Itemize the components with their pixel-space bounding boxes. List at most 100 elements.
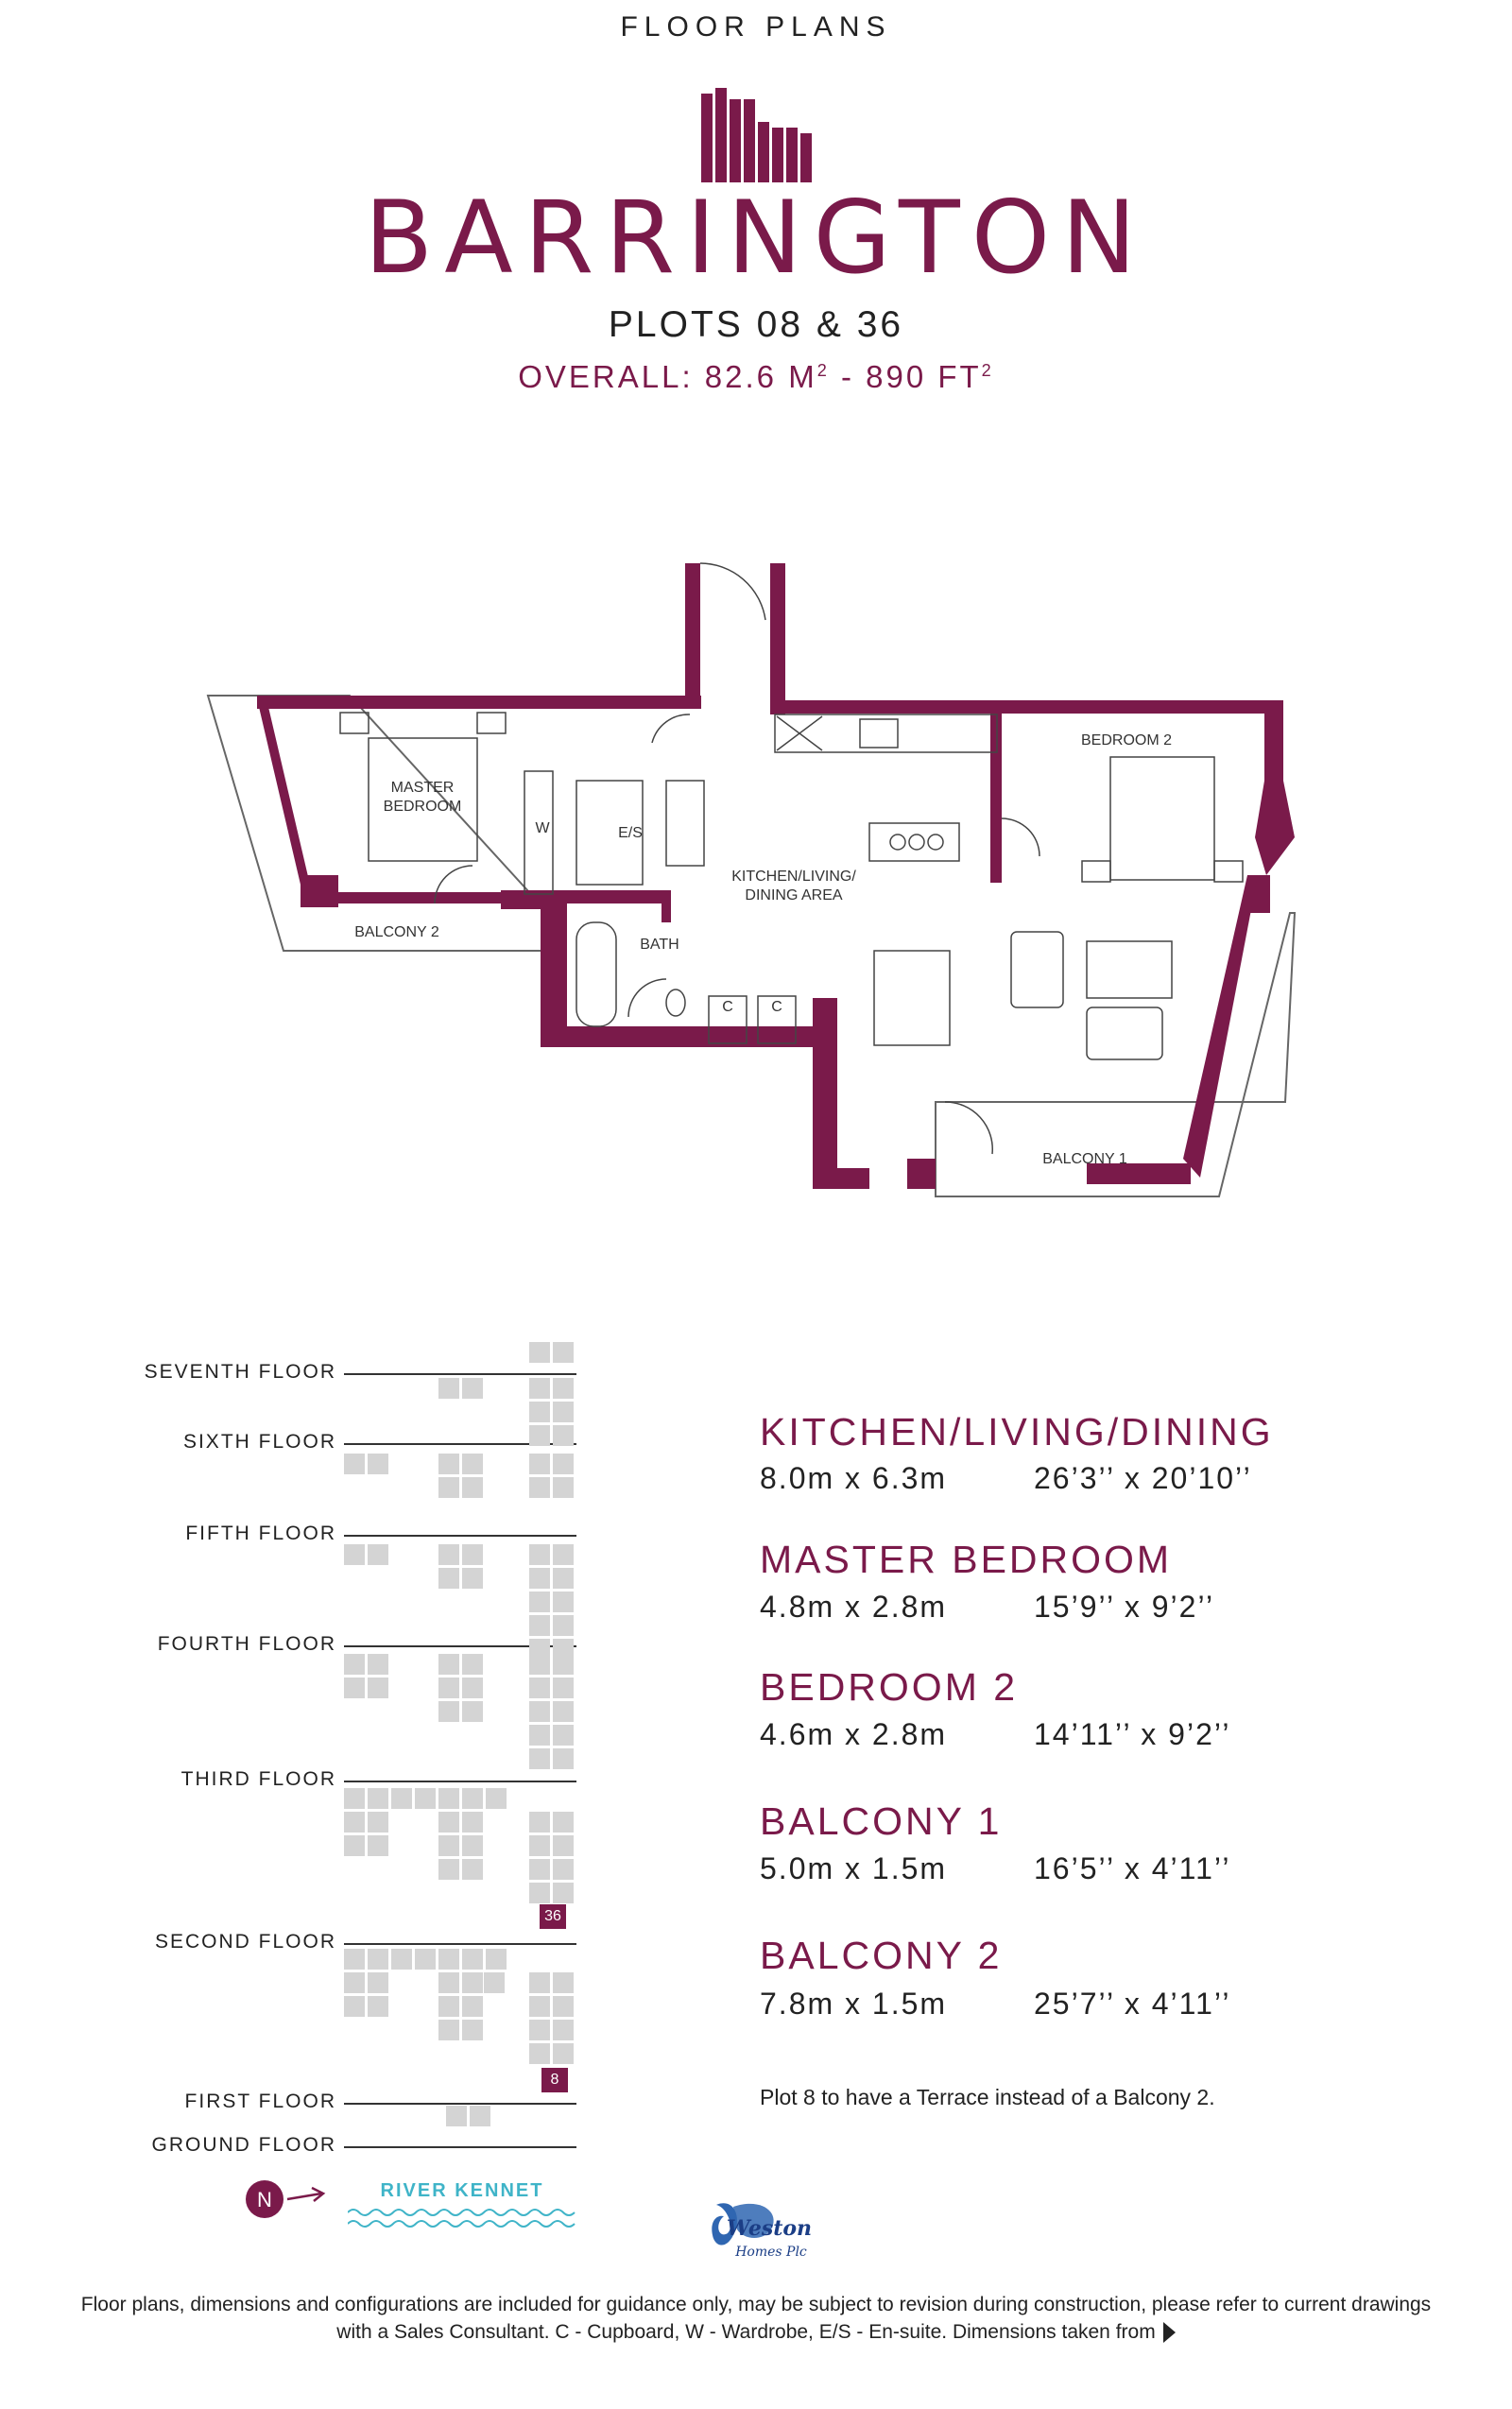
stack-unit	[529, 1454, 550, 1474]
stack-unit	[438, 1859, 459, 1880]
stack-unit	[529, 1568, 550, 1589]
stack-unit	[462, 1701, 483, 1722]
stack-unit	[553, 1883, 574, 1903]
overall-area-prefix: OVERALL: 82.6 M	[518, 359, 817, 394]
stack-unit	[368, 1678, 388, 1698]
stack-unit	[446, 2106, 467, 2126]
stack-unit	[529, 1725, 550, 1746]
stack-unit	[553, 1812, 574, 1833]
stack-unit	[462, 1678, 483, 1698]
stack-unit	[553, 1342, 574, 1363]
plan-label-cupboard-a: C	[722, 999, 733, 1015]
stack-unit	[438, 1378, 459, 1399]
stack-unit	[438, 1654, 459, 1675]
floor-label-seventh: SEVENTH FLOOR	[144, 1361, 336, 1383]
stack-unit	[438, 1949, 459, 1970]
room-imperial-bedroom2: 14’11’’ x 9’2’’	[1034, 1717, 1231, 1751]
stack-unit	[553, 2020, 574, 2040]
stack-unit	[529, 1544, 550, 1565]
stack-unit	[368, 1454, 388, 1474]
plan-label-bath: BATH	[640, 937, 679, 953]
stack-unit	[470, 2106, 490, 2126]
plan-label-kitchen-2: DINING AREA	[745, 887, 842, 903]
stack-unit	[553, 1678, 574, 1698]
plan-label-ensuite: E/S	[618, 825, 643, 841]
stack-unit	[344, 1949, 365, 1970]
stack-unit	[529, 1402, 550, 1422]
plot-badge-36: 36	[540, 1904, 566, 1929]
stack-unit	[344, 1996, 365, 2017]
stack-unit	[462, 1996, 483, 2017]
room-metric-balcony2: 7.8m x 1.5m	[760, 1987, 948, 2021]
floor-label-fourth: FOURTH FLOOR	[157, 1633, 336, 1655]
room-metric-bedroom2: 4.6m x 2.8m	[760, 1717, 948, 1751]
stack-unit	[368, 1972, 388, 1993]
floor-label-fifth: FIFTH FLOOR	[185, 1523, 336, 1544]
stack-unit	[553, 1859, 574, 1880]
stack-unit	[368, 1544, 388, 1565]
stack-unit	[415, 1949, 436, 1970]
disclaimer: Floor plans, dimensions and configuratio…	[38, 2291, 1474, 2346]
stack-unit	[344, 1678, 365, 1698]
room-name-balcony1: BALCONY 1	[760, 1799, 1003, 1843]
stack-unit	[553, 1972, 574, 1993]
building-stack-diagram	[344, 1342, 574, 2126]
stack-unit	[344, 1812, 365, 1833]
floor-line-ground	[344, 2146, 576, 2148]
stack-unit	[553, 1544, 574, 1565]
stack-unit	[344, 1544, 365, 1565]
plan-label-master-2: BEDROOM	[384, 799, 462, 815]
stack-unit	[368, 1949, 388, 1970]
overall-sup-sqm: 2	[816, 361, 830, 380]
floor-line-seventh	[344, 1373, 576, 1375]
stack-unit	[553, 1592, 574, 1612]
stack-unit	[553, 1835, 574, 1856]
overall-area-mid: - 890 FT	[829, 359, 982, 394]
balcony-1-outline	[935, 912, 1297, 1197]
disclaimer-line-2-wrap: with a Sales Consultant. C - Cupboard, W…	[38, 2318, 1474, 2346]
stack-unit	[438, 1835, 459, 1856]
stack-unit	[462, 1477, 483, 1498]
plan-label-wardrobe: W	[535, 820, 550, 836]
weston-logo-line2: Homes Plc	[734, 2245, 807, 2260]
floor-label-second: SECOND FLOOR	[154, 1931, 336, 1953]
room-imperial-balcony2: 25’7’’ x 4’11’’	[1034, 1987, 1231, 2021]
stack-unit	[344, 1788, 365, 1809]
plan-label-kitchen-1: KITCHEN/LIVING/	[731, 869, 856, 885]
stack-unit	[529, 1678, 550, 1698]
stack-unit	[438, 1544, 459, 1565]
stack-unit	[529, 1654, 550, 1675]
room-metric-kitchen: 8.0m x 6.3m	[760, 1461, 948, 1495]
room-imperial-kitchen: 26’3’’ x 20’10’’	[1034, 1461, 1252, 1495]
room-metric-balcony1: 5.0m x 1.5m	[760, 1851, 948, 1885]
stack-unit	[553, 1378, 574, 1399]
stack-unit	[529, 1701, 550, 1722]
stack-unit	[415, 1788, 436, 1809]
stack-unit	[529, 1342, 550, 1363]
stack-unit	[462, 1859, 483, 1880]
stack-unit	[553, 1701, 574, 1722]
arrow-right-icon	[1162, 2322, 1176, 2344]
stack-unit	[462, 1544, 483, 1565]
stack-unit	[391, 1949, 412, 1970]
stack-unit	[344, 1972, 365, 1993]
stack-unit	[529, 1425, 550, 1446]
floor-line-fifth	[344, 1535, 576, 1537]
floor-line-second	[344, 1943, 576, 1945]
floor-plan: MASTER BEDROOM W E/S KITCHEN/LIVING/ DIN…	[206, 562, 1297, 1197]
stack-unit	[553, 2043, 574, 2064]
stack-unit	[438, 1812, 459, 1833]
stack-unit	[529, 1378, 550, 1399]
stack-unit	[553, 1996, 574, 2017]
stack-unit	[529, 1835, 550, 1856]
stack-unit	[391, 1788, 412, 1809]
room-name-kitchen: KITCHEN/LIVING/DINING	[760, 1410, 1274, 1454]
section-label: FLOOR PLANS	[620, 11, 892, 43]
stack-unit	[344, 1454, 365, 1474]
stack-unit	[368, 1654, 388, 1675]
floor-line-sixth	[344, 1443, 576, 1445]
stack-unit	[553, 1568, 574, 1589]
stack-unit	[553, 1725, 574, 1746]
stack-unit	[529, 2020, 550, 2040]
stack-unit	[462, 1454, 483, 1474]
